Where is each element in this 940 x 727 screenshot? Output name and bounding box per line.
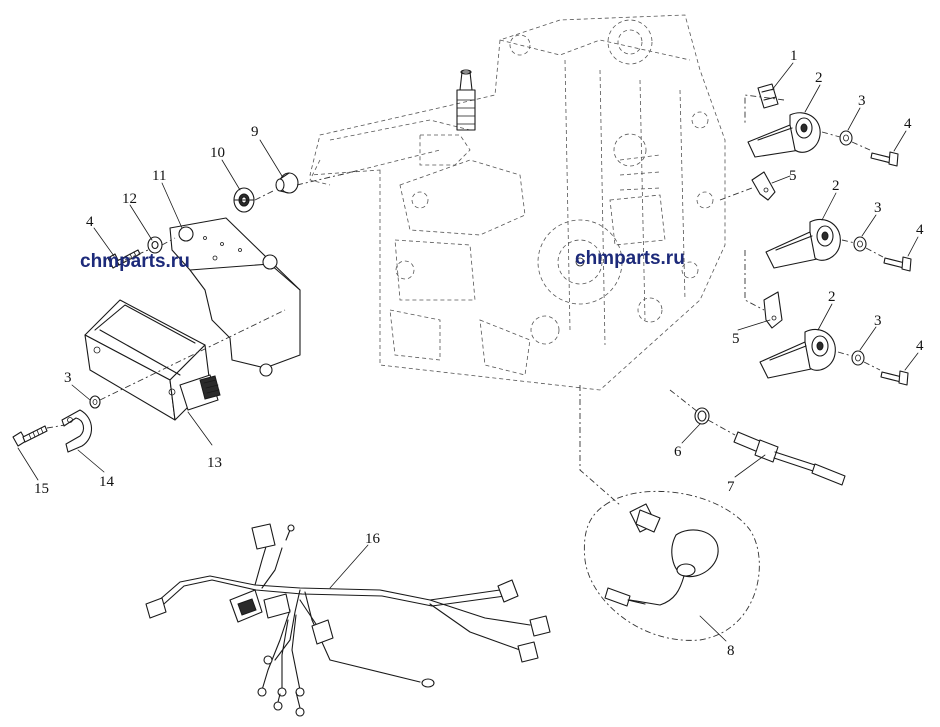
callout-15: 15	[34, 481, 49, 497]
bolts-right	[870, 151, 912, 386]
callout-16: 16	[365, 531, 381, 547]
callout-14: 14	[99, 474, 115, 490]
o-ring-part-6	[694, 407, 710, 425]
clip-part-1	[757, 83, 779, 109]
callout-1: 1	[790, 48, 798, 64]
callout-3a: 3	[858, 93, 866, 109]
callout-4a: 4	[904, 116, 912, 132]
washer-part-12	[147, 236, 163, 254]
grommet-part	[233, 187, 255, 213]
watermark-right: chmparts.ru	[575, 248, 685, 269]
callout-2c: 2	[828, 289, 836, 305]
callout-4c: 4	[916, 338, 924, 354]
bolt-part-15	[12, 425, 48, 447]
pressure-switch-group	[583, 490, 760, 641]
callout-6: 6	[674, 444, 682, 460]
callout-2b: 2	[832, 178, 840, 194]
callout-4d: 4	[86, 214, 94, 230]
ignition-coil-bottom	[759, 328, 836, 379]
clip-part-5-bottom	[763, 291, 783, 329]
callout-5a: 5	[789, 168, 797, 184]
temperature-sensor-part-7	[733, 431, 846, 486]
callout-3d: 3	[64, 370, 72, 386]
callout-labels: 1 2 2 2 3 3 3 3 4 4 4 4 5 5 6 7 8 9 10 1…	[34, 48, 924, 659]
ignition-coil-mid	[765, 218, 841, 269]
assembly-lines	[46, 94, 884, 506]
ignition-coil-top	[747, 112, 821, 158]
callout-leaders	[17, 62, 919, 642]
callout-3c: 3	[874, 313, 882, 329]
callout-4b: 4	[916, 222, 924, 238]
callout-5b: 5	[732, 331, 740, 347]
callout-12: 12	[122, 191, 137, 207]
washers-right	[839, 130, 867, 366]
callout-3b: 3	[874, 200, 882, 216]
washer-part-left	[89, 395, 101, 409]
callout-11: 11	[152, 168, 166, 184]
callout-10: 10	[210, 145, 225, 161]
callout-8: 8	[727, 643, 735, 659]
mounting-bracket	[169, 217, 301, 377]
clamp-part	[61, 409, 93, 453]
control-module	[84, 299, 221, 421]
wiring-harness	[145, 523, 551, 717]
callout-9: 9	[251, 124, 259, 140]
callout-2a: 2	[815, 70, 823, 86]
engine-block	[309, 14, 726, 391]
callout-13: 13	[207, 455, 222, 471]
watermark-left: chmparts.ru	[80, 251, 190, 272]
cap-plug-part	[275, 172, 299, 194]
bolt-part-left	[107, 249, 141, 269]
callout-7: 7	[727, 479, 735, 495]
clip-part-5-top	[751, 171, 776, 201]
